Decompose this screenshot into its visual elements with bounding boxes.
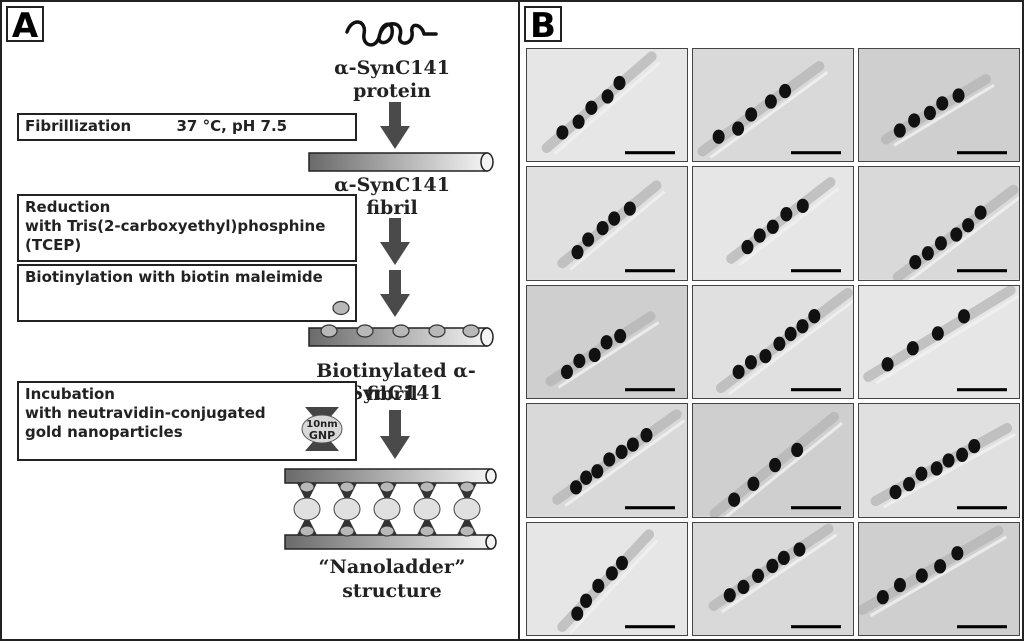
- nanoladder-rung-part: [459, 525, 475, 537]
- micrograph-image: [859, 49, 1019, 162]
- micrograph-tile: [858, 48, 1020, 163]
- micrograph-grid: [526, 48, 1020, 636]
- fibril-word: fibril: [366, 197, 418, 219]
- micrograph-tile: [526, 284, 688, 400]
- fibril-tube: [308, 152, 494, 172]
- nanoladder-rung-part: [299, 525, 315, 537]
- micrograph-image: [527, 167, 687, 280]
- nanoladder-rung-part: [453, 497, 481, 521]
- micrograph-tile: [526, 403, 688, 518]
- nanoladder-rung-part: [379, 525, 395, 537]
- nanoladder-rung-part: [419, 525, 435, 537]
- biotinylated-word: fibril: [366, 383, 418, 405]
- arrow-down-icon: [380, 270, 410, 317]
- nanoladder-diagram: [284, 468, 497, 550]
- micrograph-tile: [858, 403, 1020, 518]
- nanoladder-word: structure: [342, 580, 442, 602]
- nanoladder-name: “Nanoladder”: [318, 556, 466, 578]
- micrograph-tile: [692, 521, 854, 636]
- incubation-line-1: Incubation: [25, 385, 115, 403]
- arrow-down-icon: [380, 102, 410, 149]
- biotinylated-fibril-tube: [308, 324, 494, 347]
- biotinylation-label: Biotinylation with biotin maleimide: [25, 268, 323, 286]
- protein-word: protein: [353, 80, 431, 102]
- incubation-box: Incubation with neutravidin-conjugated g…: [17, 381, 357, 461]
- reduction-box: Reduction with Tris(2-carboxyethyl)phosp…: [17, 194, 357, 262]
- micrograph-tile: [526, 521, 688, 636]
- micrograph-tile: [692, 48, 854, 163]
- arrow-down-icon: [380, 410, 410, 459]
- reduction-line-1: Reduction: [25, 198, 111, 216]
- fibrillization-box: Fibrillization 37 °C, pH 7.5: [17, 113, 357, 141]
- micrograph-image: [693, 285, 853, 399]
- micrograph-image: [859, 404, 1019, 517]
- nanoladder-rung-part: [459, 481, 475, 493]
- micrograph-tile: [692, 284, 854, 400]
- panel-b-label: B: [524, 6, 562, 44]
- biotinylated-name: Biotinylated α-SynC141: [316, 360, 476, 404]
- nanoladder-rung-part: [293, 497, 321, 521]
- nanoladder-rung-part: [333, 497, 361, 521]
- panel-b: B: [518, 0, 1024, 641]
- micrograph-tile: [858, 284, 1020, 400]
- panel-a-label: A: [6, 6, 44, 44]
- nanoladder-rung-part: [339, 481, 355, 493]
- micrograph-image: [527, 404, 687, 517]
- micrograph-image: [859, 285, 1019, 399]
- biotinylation-box: Biotinylation with biotin maleimide: [17, 264, 357, 322]
- micrograph-image: [693, 167, 853, 280]
- micrograph-image: [693, 522, 853, 635]
- micrograph-tile: [526, 166, 688, 281]
- micrograph-image: [693, 49, 853, 162]
- protein-name: α-SynC141: [334, 57, 450, 79]
- nanoladder-rung-part: [419, 481, 435, 493]
- micrograph-image: [527, 49, 687, 162]
- micrograph-image: [527, 522, 687, 635]
- nanoladder-rung-part: [373, 497, 401, 521]
- micrograph-tile: [692, 166, 854, 281]
- gnp-size-text: 10nm: [306, 419, 338, 430]
- nanoladder-rung-part: [413, 497, 441, 521]
- biotin-dot-icon: [332, 300, 350, 316]
- micrograph-image: [859, 522, 1019, 635]
- arrow-down-icon: [380, 218, 410, 265]
- nanoladder-rung-part: [299, 481, 315, 493]
- nanoladder-rung-part: [379, 481, 395, 493]
- reduction-line-3: (TCEP): [25, 236, 82, 254]
- panel-a: A α-SynC141 protein Fibrillization 37 °C…: [0, 0, 520, 641]
- fibrillization-label: Fibrillization: [25, 117, 132, 135]
- incubation-line-3: gold nanoparticles: [25, 423, 183, 441]
- fibrillization-conditions: 37 °C, pH 7.5: [176, 117, 288, 135]
- micrograph-tile: [692, 403, 854, 518]
- micrograph-image: [859, 167, 1019, 280]
- nanoladder-rung-part: [339, 525, 355, 537]
- micrograph-image: [693, 404, 853, 517]
- micrograph-tile: [858, 521, 1020, 636]
- gnp-label-text: GNP: [308, 429, 336, 442]
- fibril-name: α-SynC141: [334, 174, 450, 196]
- gnp-icon: [301, 407, 343, 451]
- micrograph-tile: [526, 48, 688, 163]
- incubation-line-2: with neutravidin-conjugated: [25, 404, 266, 422]
- micrograph-image: [527, 285, 687, 399]
- protein-coil-icon: [345, 20, 438, 47]
- micrograph-tile: [858, 166, 1020, 281]
- reduction-line-2: with Tris(2-carboxyethyl)phosphine: [25, 217, 326, 235]
